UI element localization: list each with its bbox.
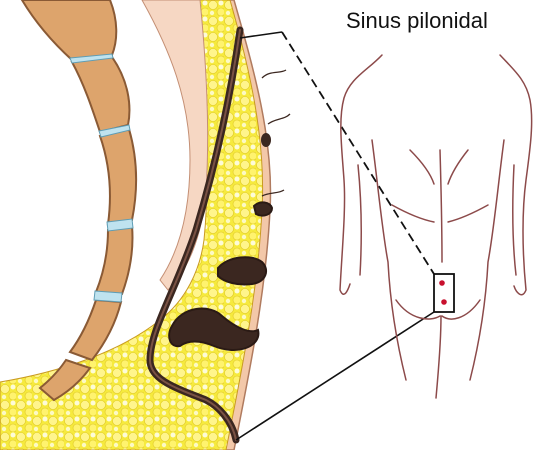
inner-soft-tissue	[142, 0, 208, 290]
body-outline	[340, 55, 532, 398]
right-arm-inner	[513, 165, 516, 275]
sinus-cavity-small	[254, 202, 272, 215]
left-scapula	[410, 150, 434, 184]
hair-2	[268, 114, 290, 124]
vertebra-2	[72, 57, 129, 132]
spine-line	[440, 150, 442, 262]
gluteal-cleft	[436, 316, 441, 398]
left-arm-inner	[358, 165, 361, 275]
leader-line-dashed	[282, 32, 434, 274]
region-highlight-box	[434, 274, 454, 312]
sinus-marker-bottom	[441, 299, 447, 305]
leader-line-top	[240, 32, 282, 38]
hair-1	[262, 70, 286, 78]
right-scapula	[448, 150, 468, 184]
diagram-title: Sinus pilonidal	[346, 8, 488, 34]
gluteal-right	[442, 300, 480, 319]
body-right-contour	[500, 55, 532, 295]
right-back-muscle	[448, 205, 488, 222]
sinus-cavity-medium	[218, 257, 266, 284]
disc-4	[94, 291, 122, 302]
torso-right-side	[470, 140, 504, 380]
left-back-muscle	[392, 205, 434, 222]
torso-left-side	[372, 140, 406, 380]
vertebra-3	[100, 129, 136, 224]
sinus-marker-top	[439, 280, 445, 286]
vertebra-4	[96, 226, 133, 294]
skin-pit	[261, 133, 271, 147]
vertebra-1	[22, 0, 116, 60]
cross-section-illustration	[0, 0, 290, 450]
